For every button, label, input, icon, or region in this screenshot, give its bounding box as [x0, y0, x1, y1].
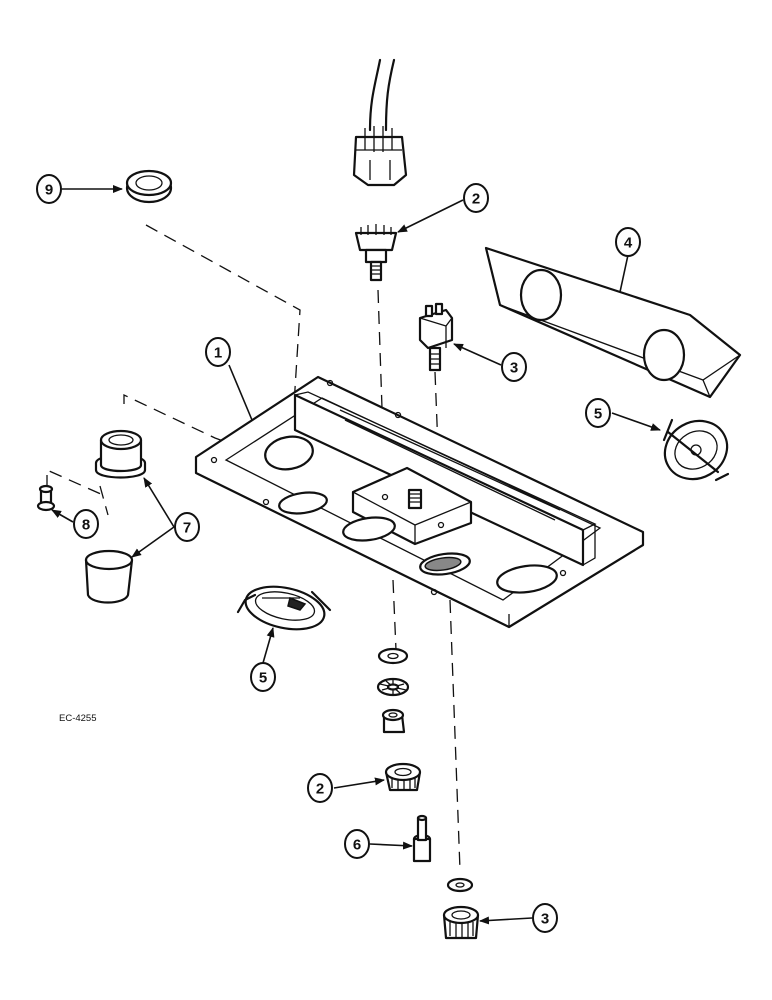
push-switch — [418, 302, 454, 372]
wire-harness-connector — [352, 58, 408, 187]
knob-3-lower — [442, 905, 480, 940]
callout-2-top: 2 — [463, 183, 489, 213]
callout-3-bottom: 3 — [532, 903, 558, 933]
mounting-bracket — [484, 246, 742, 399]
lock-washer — [376, 677, 410, 697]
callout-7-number: 7 — [183, 520, 191, 537]
callout-6-number: 6 — [353, 837, 361, 854]
callout-4-number: 4 — [624, 235, 633, 252]
callout-1: 1 — [205, 337, 231, 367]
callout-3-top-number: 3 — [510, 360, 518, 377]
gauge-lamp-left — [236, 585, 332, 631]
callout-6: 6 — [344, 829, 370, 859]
callout-2-bottom: 2 — [307, 773, 333, 803]
callout-5-right-number: 5 — [594, 406, 602, 423]
callout-8-number: 8 — [82, 517, 90, 534]
figure-reference-code: EC-4255 — [59, 713, 97, 724]
washer-upper — [377, 647, 409, 665]
callout-3-bottom-number: 3 — [541, 911, 549, 928]
hex-nut — [381, 708, 406, 734]
callout-5-left: 5 — [250, 662, 276, 692]
callout-5-right: 5 — [585, 398, 611, 428]
rotary-switch — [354, 224, 398, 282]
callout-2-bottom-number: 2 — [316, 781, 324, 798]
small-pin — [36, 484, 56, 512]
grommet — [125, 169, 173, 204]
callout-8: 8 — [73, 509, 99, 539]
callout-2-top-number: 2 — [472, 191, 480, 208]
callout-9-number: 9 — [45, 182, 53, 199]
shaft-6 — [412, 814, 432, 863]
gauge-lamp-right — [662, 418, 730, 482]
panel-plate — [194, 375, 645, 629]
leader-lines — [51, 185, 661, 925]
callout-1-number: 1 — [214, 345, 222, 362]
knob-assembly — [84, 429, 147, 604]
callout-3-top: 3 — [501, 352, 527, 382]
callout-5-left-number: 5 — [259, 670, 267, 687]
callout-9: 9 — [36, 174, 62, 204]
knob-2-lower — [384, 762, 422, 792]
callout-4: 4 — [615, 227, 641, 257]
callout-7: 7 — [174, 512, 200, 542]
washer-lower — [446, 877, 474, 893]
